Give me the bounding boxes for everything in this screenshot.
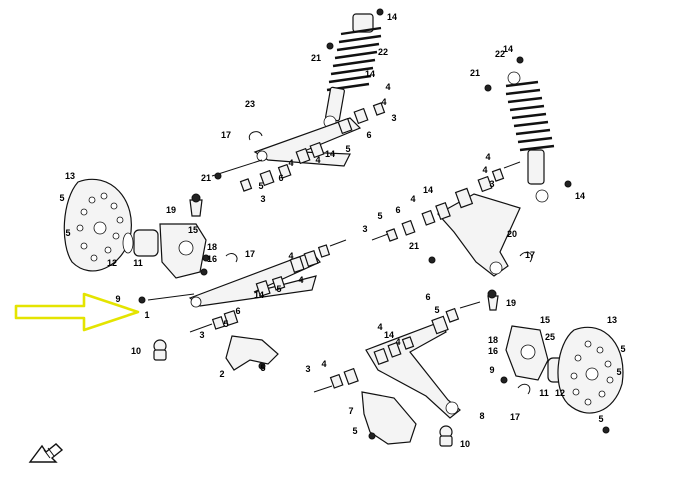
callout-label: 17: [525, 250, 535, 260]
callout-label: 4: [395, 337, 400, 347]
callout-label: 4: [315, 155, 320, 165]
callout-label: 15: [540, 315, 550, 325]
callout-label: 13: [65, 171, 75, 181]
callout-label: 14: [325, 149, 335, 159]
callout-label: 8: [479, 411, 484, 421]
upper-a-arm-right: [371, 161, 533, 277]
callout-label: 5: [65, 228, 70, 238]
callout-label: 5: [598, 414, 603, 424]
skid-plate-left: [225, 335, 279, 371]
callout-label: 9: [115, 294, 120, 304]
lower-a-arm-right: [313, 301, 481, 419]
callout-label: 3: [305, 364, 310, 374]
callout-label: 12: [555, 388, 565, 398]
callout-label: 17: [221, 130, 231, 140]
callout-label: 5: [260, 363, 265, 373]
callout-label: 2: [219, 369, 224, 379]
callout-label: 15: [188, 225, 198, 235]
callout-label: 4: [321, 359, 326, 369]
callout-label: 5: [352, 426, 357, 436]
callout-label: 7: [348, 406, 353, 416]
callout-label: 5: [616, 367, 621, 377]
callout-label: 3: [391, 113, 396, 123]
callout-label: 3: [362, 224, 367, 234]
callout-label: 22: [495, 49, 505, 59]
callout-label: 5: [377, 211, 382, 221]
callout-label: 23: [245, 99, 255, 109]
callout-label: 14: [365, 69, 375, 79]
callout-label: 4: [385, 82, 390, 92]
direction-arrow-icon: [28, 443, 64, 463]
callout-label: 14: [423, 185, 433, 195]
lower-bushing-stack: [189, 239, 347, 333]
callout-label: 5: [258, 181, 263, 191]
callout-label: 21: [201, 173, 211, 183]
callout-label: 4: [288, 158, 293, 168]
callout-label: 4: [377, 322, 382, 332]
callout-label: 10: [131, 346, 141, 356]
callout-label: 5: [59, 193, 64, 203]
callout-label: 5: [223, 319, 228, 329]
skid-plate-right: [361, 391, 417, 445]
callout-label: 6: [395, 205, 400, 215]
callout-label: 5: [276, 284, 281, 294]
callout-label: 19: [506, 298, 516, 308]
callout-label: 4: [288, 251, 293, 261]
callout-label: 14: [503, 44, 513, 54]
brake-disc-left: [63, 178, 132, 272]
callout-label: 14: [387, 12, 397, 22]
upper-bushing-stack: [211, 102, 386, 192]
callout-label: 18: [488, 335, 498, 345]
callout-label: 21: [311, 53, 321, 63]
callout-label: 5: [620, 344, 625, 354]
ball-joint-left: [153, 339, 167, 361]
callout-label: 4: [482, 165, 487, 175]
callout-label: 6: [235, 306, 240, 316]
callout-label: 21: [409, 241, 419, 251]
callout-label: 25: [545, 332, 555, 342]
callout-label: 17: [245, 249, 255, 259]
callout-label: 6: [425, 292, 430, 302]
callout-label: 13: [607, 315, 617, 325]
callout-label: 9: [489, 365, 494, 375]
callout-label: 14: [575, 191, 585, 201]
callout-label: 3: [260, 194, 265, 204]
callout-label: 4: [381, 97, 386, 107]
callout-label: 16: [488, 346, 498, 356]
callout-label: 5: [345, 144, 350, 154]
callout-label: 14: [254, 290, 264, 300]
callout-label: 1: [144, 310, 149, 320]
callout-label: 16: [207, 254, 217, 264]
callout-label: 11: [133, 258, 143, 268]
ball-joint-right: [439, 425, 610, 447]
callout-label: 18: [207, 242, 217, 252]
callout-label: 12: [107, 258, 117, 268]
callout-label: 11: [539, 388, 549, 398]
callout-label: 6: [278, 173, 283, 183]
brake-disc-right: [557, 326, 624, 414]
knuckle-left: [122, 193, 238, 279]
callout-label: 20: [507, 229, 517, 239]
callout-label: 4: [485, 152, 490, 162]
callout-label: 3: [199, 330, 204, 340]
callout-label: 4: [298, 275, 303, 285]
indicator-arrow: [14, 292, 140, 332]
callout-label: 22: [378, 47, 388, 57]
callout-label: 6: [366, 130, 371, 140]
callout-label: 10: [460, 439, 470, 449]
callout-label: 17: [510, 412, 520, 422]
callout-label: 5: [434, 305, 439, 315]
shock-absorber-front-right: [484, 56, 572, 203]
callout-label: 19: [166, 205, 176, 215]
callout-label: 3: [489, 179, 494, 189]
callout-label: 21: [470, 68, 480, 78]
callout-label: 14: [384, 330, 394, 340]
callout-label: 4: [410, 194, 415, 204]
upper-a-arm-front: [248, 117, 362, 167]
